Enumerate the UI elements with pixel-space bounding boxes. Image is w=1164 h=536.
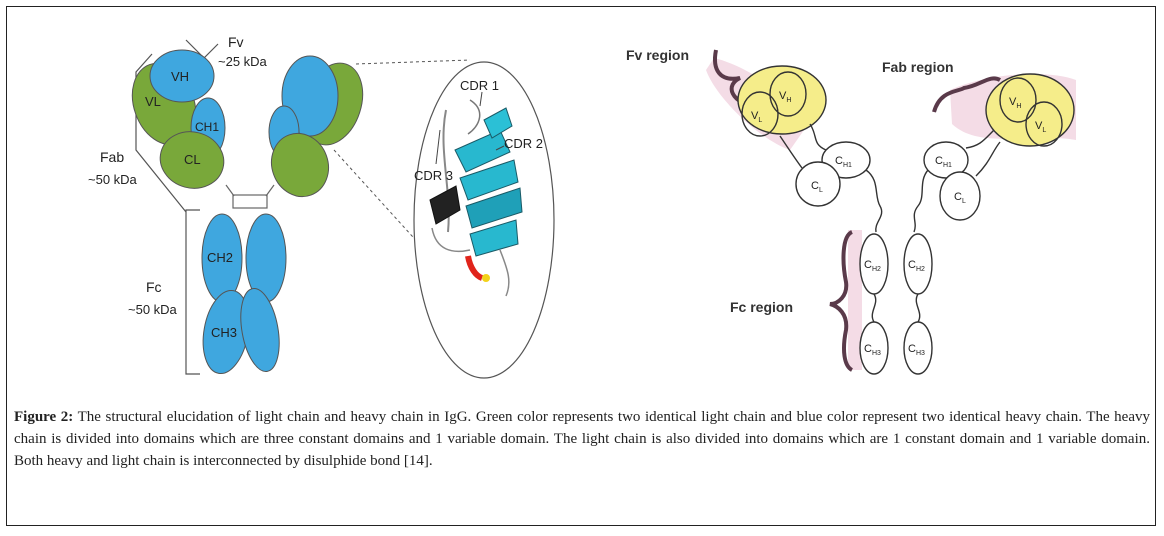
cdr-inset: CDR 1 CDR 2 CDR 3 bbox=[333, 59, 555, 379]
fc-brace bbox=[829, 230, 854, 372]
ch1-label: CH1 bbox=[195, 120, 219, 134]
caption-text: The structural elucidation of light chai… bbox=[14, 409, 1151, 469]
fv-kda-label: ~25 kDa bbox=[218, 54, 268, 69]
ch3-label: CH3 bbox=[211, 325, 237, 340]
fc-shade bbox=[848, 230, 862, 370]
fv-label: Fv bbox=[228, 34, 244, 50]
figure-graphic: Fv ~25 kDa Fab ~50 kDa Fc ~50 kDa VH VL … bbox=[88, 34, 1076, 379]
fab-kda-label: ~50 kDa bbox=[88, 172, 138, 187]
vh-right-domain bbox=[999, 77, 1037, 123]
vl-left-domain bbox=[741, 91, 779, 137]
fc-bracket bbox=[185, 209, 200, 375]
figure-number: Figure 2: bbox=[14, 409, 74, 425]
hinge bbox=[232, 194, 268, 209]
fc-kda-label: ~50 kDa bbox=[128, 302, 178, 317]
figure-caption: Figure 2: The structural elucidation of … bbox=[14, 406, 1150, 472]
fab-region-label: Fab region bbox=[882, 59, 954, 75]
ch2-label: CH2 bbox=[207, 250, 233, 265]
vh-domain bbox=[149, 49, 215, 103]
igg-diagram: Fv ~25 kDa Fab ~50 kDa Fc ~50 kDa VH VL … bbox=[88, 34, 364, 375]
ch1-right-label: CH1 bbox=[935, 155, 952, 169]
region-schematic: Fv region Fab region Fc region VL VH VH … bbox=[626, 47, 1076, 375]
ch3-left-label: CH3 bbox=[864, 343, 881, 357]
vl-right-label: VL bbox=[1035, 120, 1046, 134]
cl-left-domain bbox=[795, 161, 841, 207]
cl-left-label: CL bbox=[811, 180, 823, 194]
disulfide-marker bbox=[482, 274, 490, 282]
cdr3-label: CDR 3 bbox=[414, 168, 453, 183]
right-cl-domain bbox=[271, 132, 329, 198]
ch3-domain-right bbox=[240, 288, 280, 372]
ch3-left-domain bbox=[859, 321, 889, 375]
vh-right-label: VH bbox=[1009, 96, 1021, 110]
vl-right-domain bbox=[1025, 101, 1063, 147]
ch2-left-label: CH2 bbox=[864, 259, 881, 273]
fc-region-label: Fc region bbox=[730, 299, 793, 315]
fab-brace bbox=[932, 76, 1002, 113]
ch3-right-domain bbox=[903, 321, 933, 375]
fc-label: Fc bbox=[146, 279, 162, 295]
cl-right-label: CL bbox=[954, 191, 966, 205]
cl-label: CL bbox=[184, 152, 201, 167]
fv-region-label: Fv region bbox=[626, 47, 689, 63]
vl-label: VL bbox=[145, 94, 161, 109]
ch1-left-label: CH1 bbox=[835, 155, 852, 169]
ch3-right-label: CH3 bbox=[908, 343, 925, 357]
cdr2-label: CDR 2 bbox=[504, 136, 543, 151]
cl-right-domain bbox=[939, 171, 981, 221]
protein-ribbon bbox=[429, 99, 523, 297]
vh-label: VH bbox=[171, 69, 189, 84]
ch2-right-label: CH2 bbox=[908, 259, 925, 273]
cdr1-label: CDR 1 bbox=[460, 78, 499, 93]
cl-domain bbox=[159, 131, 225, 189]
vh-left-domain bbox=[769, 71, 807, 117]
fab-label: Fab bbox=[100, 149, 124, 165]
vl-left-label: VL bbox=[751, 110, 762, 124]
vh-left-label: VH bbox=[779, 90, 791, 104]
